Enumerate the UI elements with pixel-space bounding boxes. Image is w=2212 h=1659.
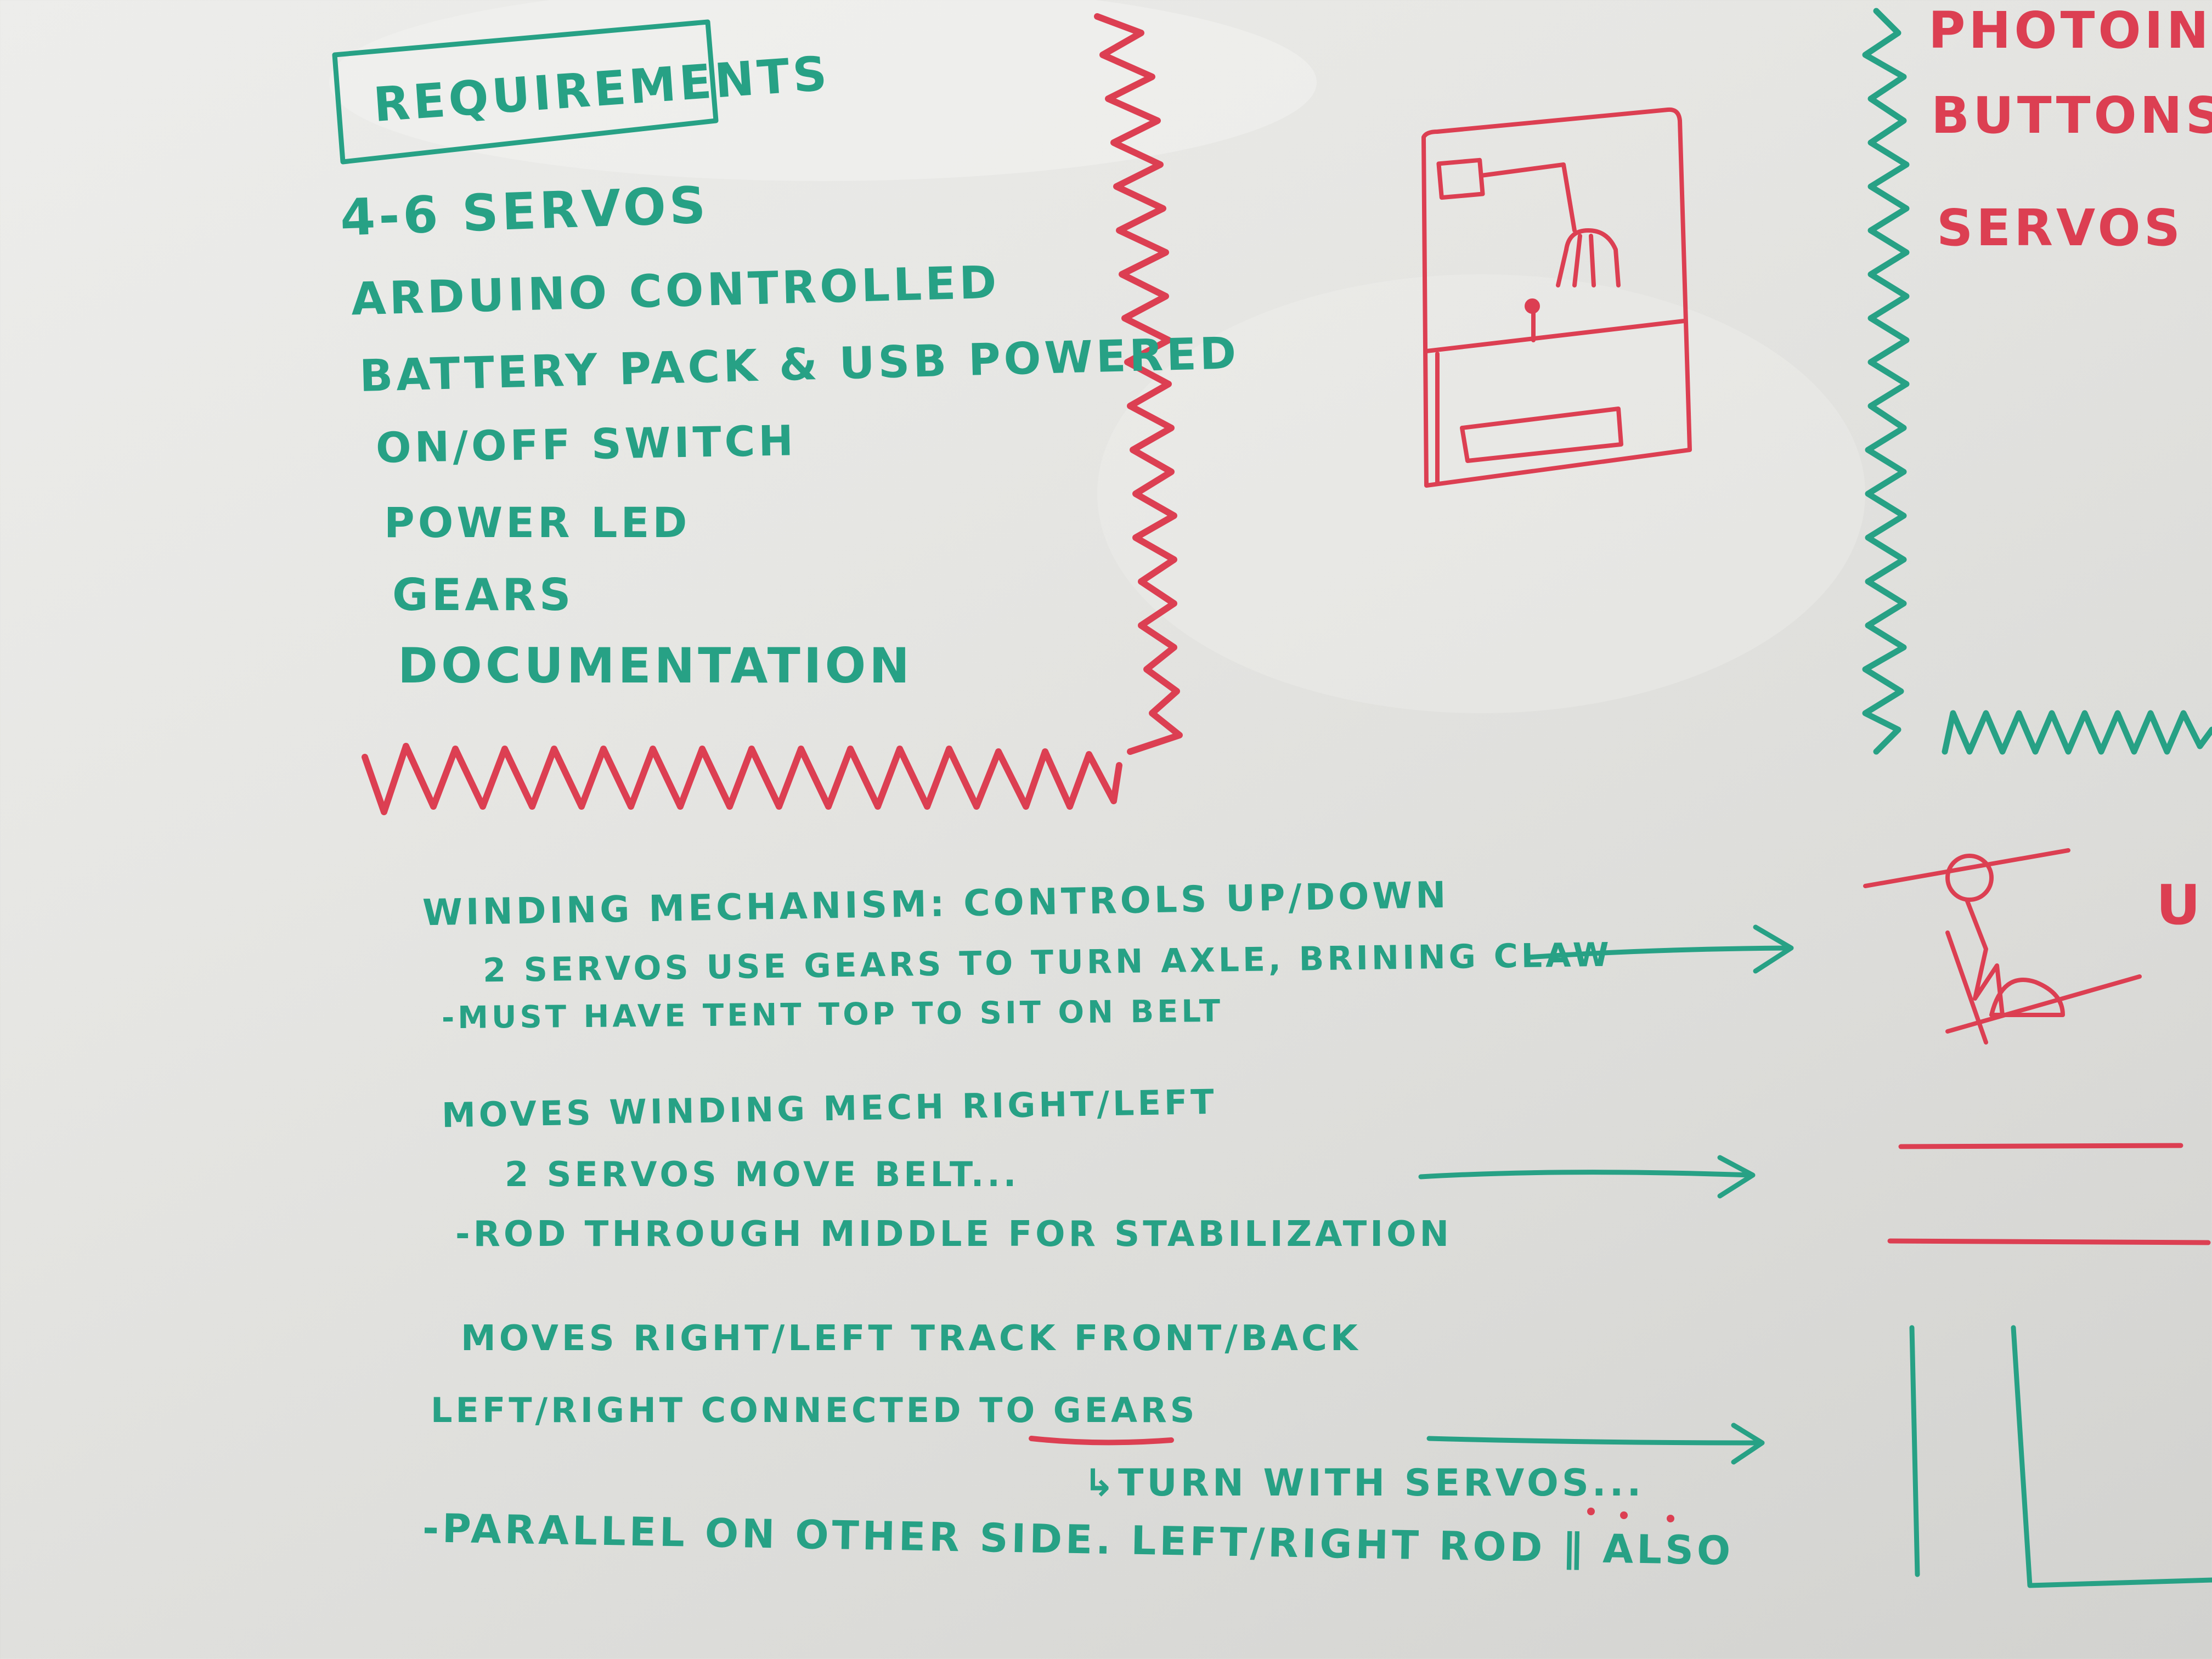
requirement-item: POWER LED xyxy=(384,498,691,547)
red-track-line-bottom xyxy=(1887,1238,2211,1245)
requirement-item: ON/OFF SWITCH xyxy=(375,416,797,472)
top-right-note: BUTTONS xyxy=(1931,86,2212,145)
moves-track-line1: LEFT/RIGHT CONNECTED TO GEARS xyxy=(431,1390,1198,1430)
moves-winding-line2: -ROD THROUGH MIDDLE FOR STABILIZATION xyxy=(455,1214,1453,1255)
requirement-item: GEARS xyxy=(392,569,574,620)
gears-underline xyxy=(1029,1436,1174,1446)
green-frame-sketch xyxy=(1909,1325,2212,1588)
pulley-sketch xyxy=(1863,848,2142,1045)
claw-machine-sketch xyxy=(1421,107,1692,488)
requirements-box xyxy=(332,19,719,165)
requirement-item: DOCUMENTATION xyxy=(398,637,913,694)
moves-winding-line1: 2 SERVOS MOVE BELT... xyxy=(505,1154,1020,1194)
arrows xyxy=(1418,924,1794,1465)
red-vertical-squiggle xyxy=(1094,13,1183,755)
top-right-note: PHOTOINTE xyxy=(1928,1,2212,60)
top-right-note: SERVOS xyxy=(1937,199,2183,257)
red-ellipsis xyxy=(1587,1508,1674,1522)
winding-line2: -MUST HAVE TENT TOP TO SIT ON BELT xyxy=(441,993,1224,1036)
moves-track-title: MOVES RIGHT/LEFT TRACK FRONT/BACK xyxy=(461,1318,1361,1359)
red-horizontal-squiggle xyxy=(362,743,1122,815)
moves-track-line2: ↳TURN WITH SERVOS... xyxy=(1084,1462,1645,1505)
right-edge-label: U xyxy=(2156,873,2204,937)
green-vertical-squiggle xyxy=(1862,8,1910,755)
green-horizontal-squiggle xyxy=(1942,710,2212,755)
requirement-item: 4-6 SERVOS xyxy=(339,176,710,247)
red-track-line-top xyxy=(1898,1143,2183,1149)
